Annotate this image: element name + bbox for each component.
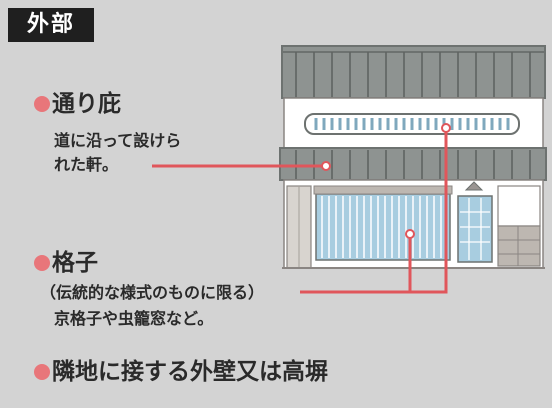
pointer-window xyxy=(441,123,451,133)
pointer-eave xyxy=(321,161,331,171)
item-description: 京格子や虫籠窓など。 xyxy=(54,309,214,328)
bullet-dot xyxy=(34,364,50,380)
lower-eave xyxy=(279,147,547,181)
item-description: れた軒。 xyxy=(54,155,119,174)
item-heading: 通り庇 xyxy=(52,91,121,117)
section-title: 外部 xyxy=(26,12,75,37)
ground-floor xyxy=(282,179,545,269)
leader-lines xyxy=(152,128,448,294)
pointer-lattice xyxy=(405,229,415,239)
bullet-dot xyxy=(34,255,50,271)
item-description: （伝統的な様式のものに限る） xyxy=(40,283,265,302)
upper-roof xyxy=(281,45,546,99)
item-description: 道に沿って設けら xyxy=(54,131,182,150)
section-title-box: 外部 xyxy=(8,8,94,42)
bullet-dot xyxy=(34,96,50,112)
item-heading: 隣地に接する外壁又は高塀 xyxy=(52,359,328,385)
item-heading: 格子 xyxy=(52,250,98,276)
upper-wall xyxy=(283,97,544,149)
